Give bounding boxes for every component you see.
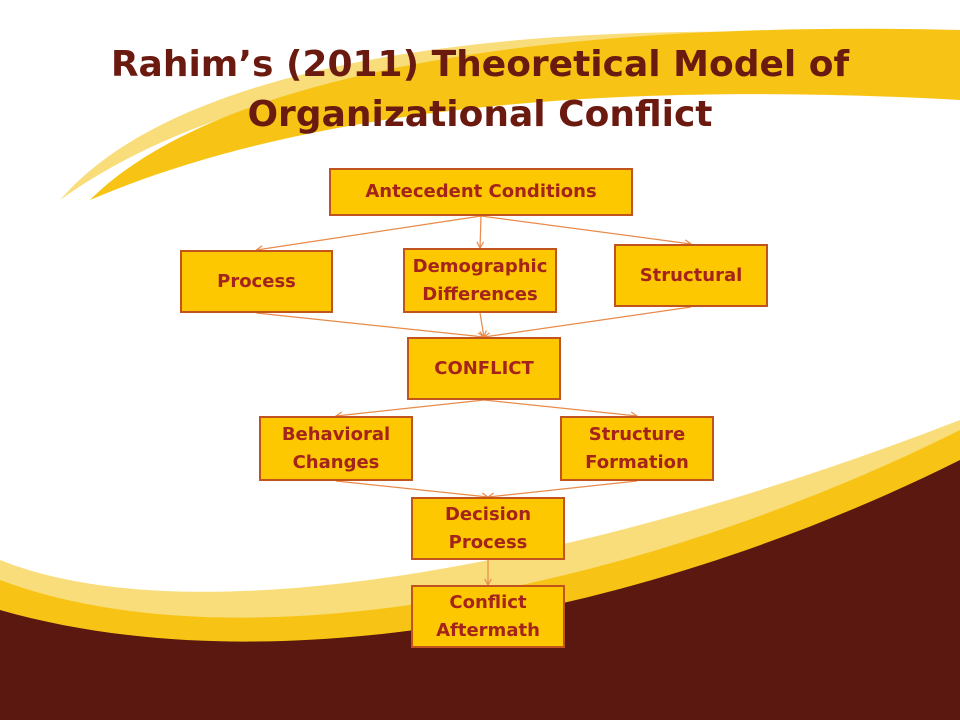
connector-demographic-to-conflict bbox=[479, 312, 485, 338]
connector-antecedent-to-process bbox=[256, 215, 482, 251]
slide-title: Rahim’s (2011) Theoretical Model of Orga… bbox=[80, 40, 880, 140]
node-label: Conflict bbox=[449, 591, 527, 613]
top-swoosh-gold bbox=[90, 28, 960, 200]
node-antecedent-conditions: Antecedent Conditions bbox=[329, 168, 633, 216]
node-label: Differences bbox=[422, 283, 538, 305]
node-behavioral-changes: Behavioral Changes bbox=[259, 416, 413, 481]
node-label: Decision bbox=[444, 503, 532, 525]
node-label: Behavioral bbox=[281, 423, 391, 445]
node-label: Process bbox=[448, 531, 528, 553]
connector-structure-to-decision bbox=[487, 480, 638, 498]
node-label: CONFLICT bbox=[434, 357, 534, 379]
node-label: Process bbox=[217, 270, 296, 292]
node-label: Antecedent Conditions bbox=[365, 181, 597, 202]
node-label: Demographic bbox=[412, 255, 548, 277]
connector-antecedent-to-structural bbox=[480, 215, 692, 245]
node-label: Structural bbox=[639, 264, 743, 286]
connector-antecedent-to-demographic bbox=[479, 215, 482, 249]
node-label: Structure bbox=[588, 423, 686, 445]
connector-conflict-to-behavioral bbox=[335, 399, 485, 417]
connector-structural-to-conflict bbox=[483, 306, 692, 338]
node-demographic-differences: Demographic Differences bbox=[403, 248, 557, 313]
connector-process-to-conflict bbox=[256, 312, 485, 338]
node-structural: Structural bbox=[614, 244, 768, 307]
connector-behavioral-to-decision bbox=[335, 480, 489, 498]
node-process: Process bbox=[180, 250, 333, 313]
node-decision-process: Decision Process bbox=[411, 497, 565, 560]
slide-title-line-2: Organizational Conflict bbox=[247, 94, 713, 135]
node-conflict-aftermath: Conflict Aftermath bbox=[411, 585, 565, 648]
footer-band bbox=[0, 460, 960, 720]
connector-conflict-to-structure bbox=[483, 399, 638, 417]
slide-title-line-1: Rahim’s (2011) Theoretical Model of bbox=[110, 44, 850, 85]
right-swoosh-light bbox=[0, 420, 960, 619]
node-conflict: CONFLICT bbox=[407, 337, 561, 400]
node-label: Aftermath bbox=[436, 619, 540, 641]
node-label: Changes bbox=[292, 451, 380, 473]
node-structure-formation: Structure Formation bbox=[560, 416, 714, 481]
node-label: Formation bbox=[585, 451, 689, 473]
